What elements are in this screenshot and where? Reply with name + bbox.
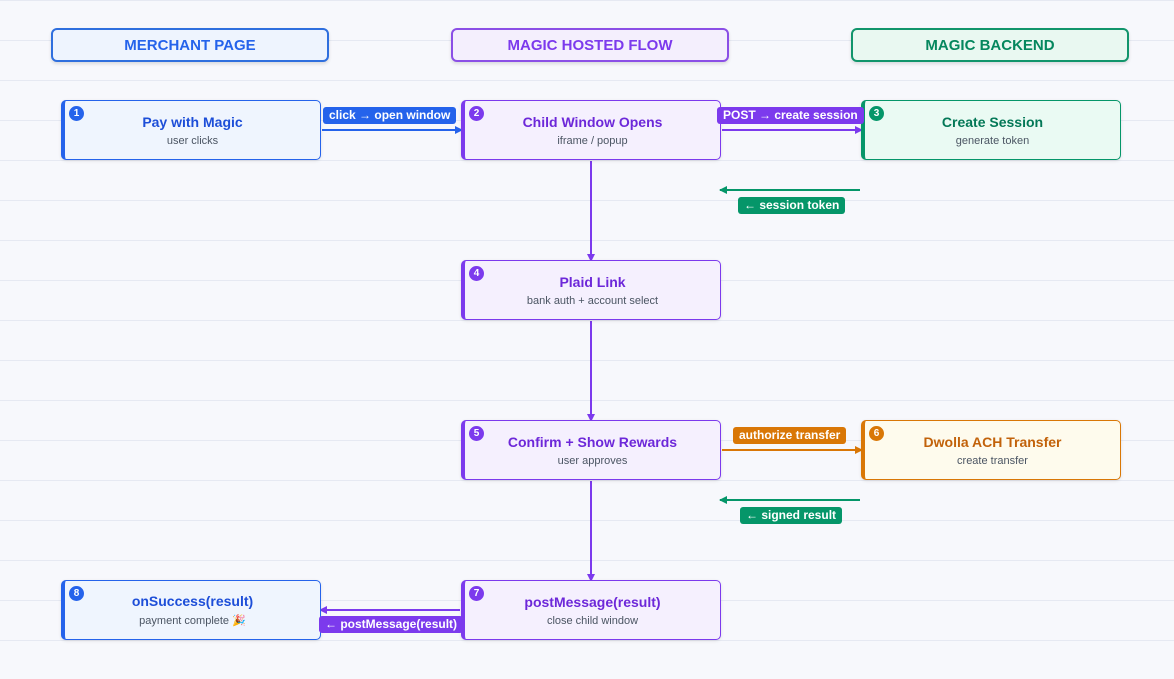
edge-label-click-open: click → open window [323, 107, 457, 124]
step-badge: 8 [69, 586, 84, 601]
node-subtitle: generate token [955, 134, 1030, 147]
node-title: Create Session [941, 113, 1044, 130]
step-badge: 1 [69, 106, 84, 121]
edge-label-signed-result: ← signed result [740, 507, 843, 524]
node-subtitle: user clicks [166, 134, 219, 147]
node-title: Child Window Opens [522, 113, 663, 130]
node-pay-with-magic: 1 Pay with Magic user clicks [61, 100, 321, 160]
node-confirm-show-rewards: 5 Confirm + Show Rewards user approves [461, 420, 721, 480]
node-subtitle: close child window [546, 614, 639, 627]
edge-label-authorize: authorize transfer [733, 427, 847, 444]
column-header-hosted-flow: MAGIC HOSTED FLOW [451, 28, 729, 62]
node-title: Plaid Link [559, 273, 626, 290]
node-subtitle: create transfer [957, 454, 1028, 467]
edge-label-post-message-back: ← postMessage(result) [319, 616, 464, 633]
column-header-backend: MAGIC BACKEND [851, 28, 1129, 62]
node-subtitle: payment complete 🎉 [139, 615, 246, 627]
step-badge: 2 [469, 106, 484, 121]
step-badge: 6 [869, 426, 884, 441]
node-subtitle: bank auth + account select [526, 294, 659, 307]
edge-label-session-token: ← session token [738, 197, 846, 214]
node-plaid-link: 4 Plaid Link bank auth + account select [461, 260, 721, 320]
step-badge: 5 [469, 426, 484, 441]
column-header-merchant: MERCHANT PAGE [51, 28, 329, 62]
node-title: onSuccess(result) [131, 593, 254, 609]
node-title: Confirm + Show Rewards [507, 433, 678, 450]
step-badge: 4 [469, 266, 484, 281]
node-title: Pay with Magic [142, 113, 243, 130]
node-create-session: 3 Create Session generate token [861, 100, 1121, 160]
node-child-window-opens: 2 Child Window Opens iframe / popup [461, 100, 721, 160]
node-on-success: 8 onSuccess(result) payment complete 🎉 [61, 580, 321, 640]
node-post-message: 7 postMessage(result) close child window [461, 580, 721, 640]
step-badge: 7 [469, 586, 484, 601]
node-dwolla-ach-transfer: 6 Dwolla ACH Transfer create transfer [861, 420, 1121, 480]
step-badge: 3 [869, 106, 884, 121]
node-title: postMessage(result) [524, 593, 661, 610]
node-subtitle: iframe / popup [557, 134, 628, 147]
node-title: Dwolla ACH Transfer [923, 433, 1062, 450]
edge-label-post-create: POST → create session [717, 107, 864, 124]
node-subtitle: user approves [557, 454, 628, 467]
